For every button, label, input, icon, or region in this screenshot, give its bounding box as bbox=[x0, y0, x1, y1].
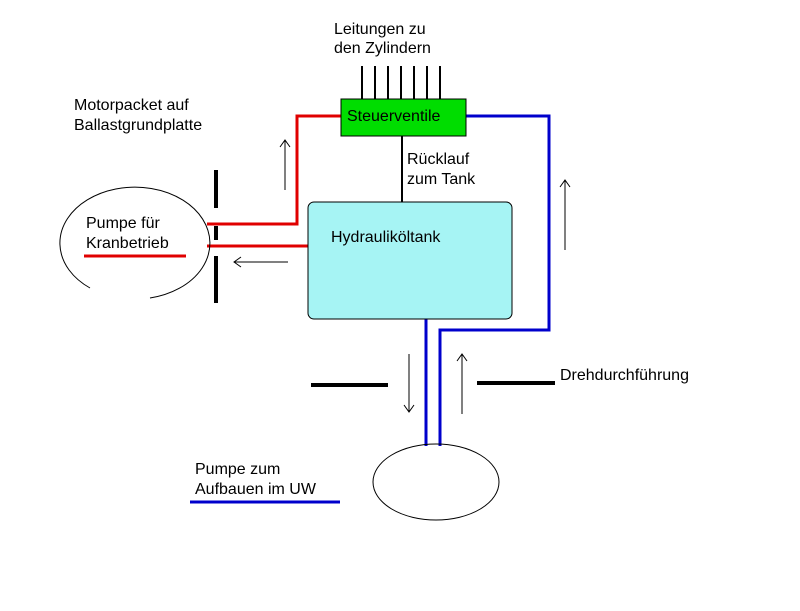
red-pressure-line bbox=[207, 114, 341, 226]
cylinder-lines bbox=[361, 66, 441, 99]
cylinder-lines-label-1: Leitungen zu bbox=[334, 21, 426, 38]
return-label-2: zum Tank bbox=[407, 171, 476, 188]
return-label-1: Rücklauf bbox=[407, 151, 470, 168]
arrow-left-icon bbox=[233, 256, 288, 268]
uw-pump-ellipse bbox=[372, 443, 500, 521]
arrow-down-icon bbox=[403, 354, 415, 413]
motor-package-label-1: Motorpacket auf bbox=[74, 97, 189, 114]
uw-pump-label-2: Aufbauen im UW bbox=[195, 481, 316, 498]
arrow-up-icon bbox=[456, 353, 468, 414]
hydraulic-tank bbox=[307, 201, 513, 320]
motor-package-label-2: Ballastgrundplatte bbox=[74, 117, 203, 134]
blue-return-line bbox=[438, 114, 551, 446]
control-valves-label: Steuerventile bbox=[347, 108, 441, 125]
crane-pump-ellipse bbox=[59, 186, 211, 299]
cylinder-lines-label-2: den Zylindern bbox=[334, 40, 431, 57]
uw-pump-label-1: Pumpe zum bbox=[195, 461, 281, 478]
rotary-feedthrough-label: Drehdurchführung bbox=[560, 367, 689, 384]
arrow-up-icon bbox=[559, 179, 571, 250]
arrow-up-icon bbox=[279, 139, 291, 190]
flow-arrows bbox=[233, 139, 571, 414]
hydraulic-tank-label: Hydrauliköltank bbox=[331, 229, 441, 246]
control-valves-box bbox=[340, 98, 467, 137]
crane-pump-label-1: Pumpe für bbox=[86, 215, 160, 232]
crane-pump-label-2: Kranbetrieb bbox=[86, 235, 169, 252]
